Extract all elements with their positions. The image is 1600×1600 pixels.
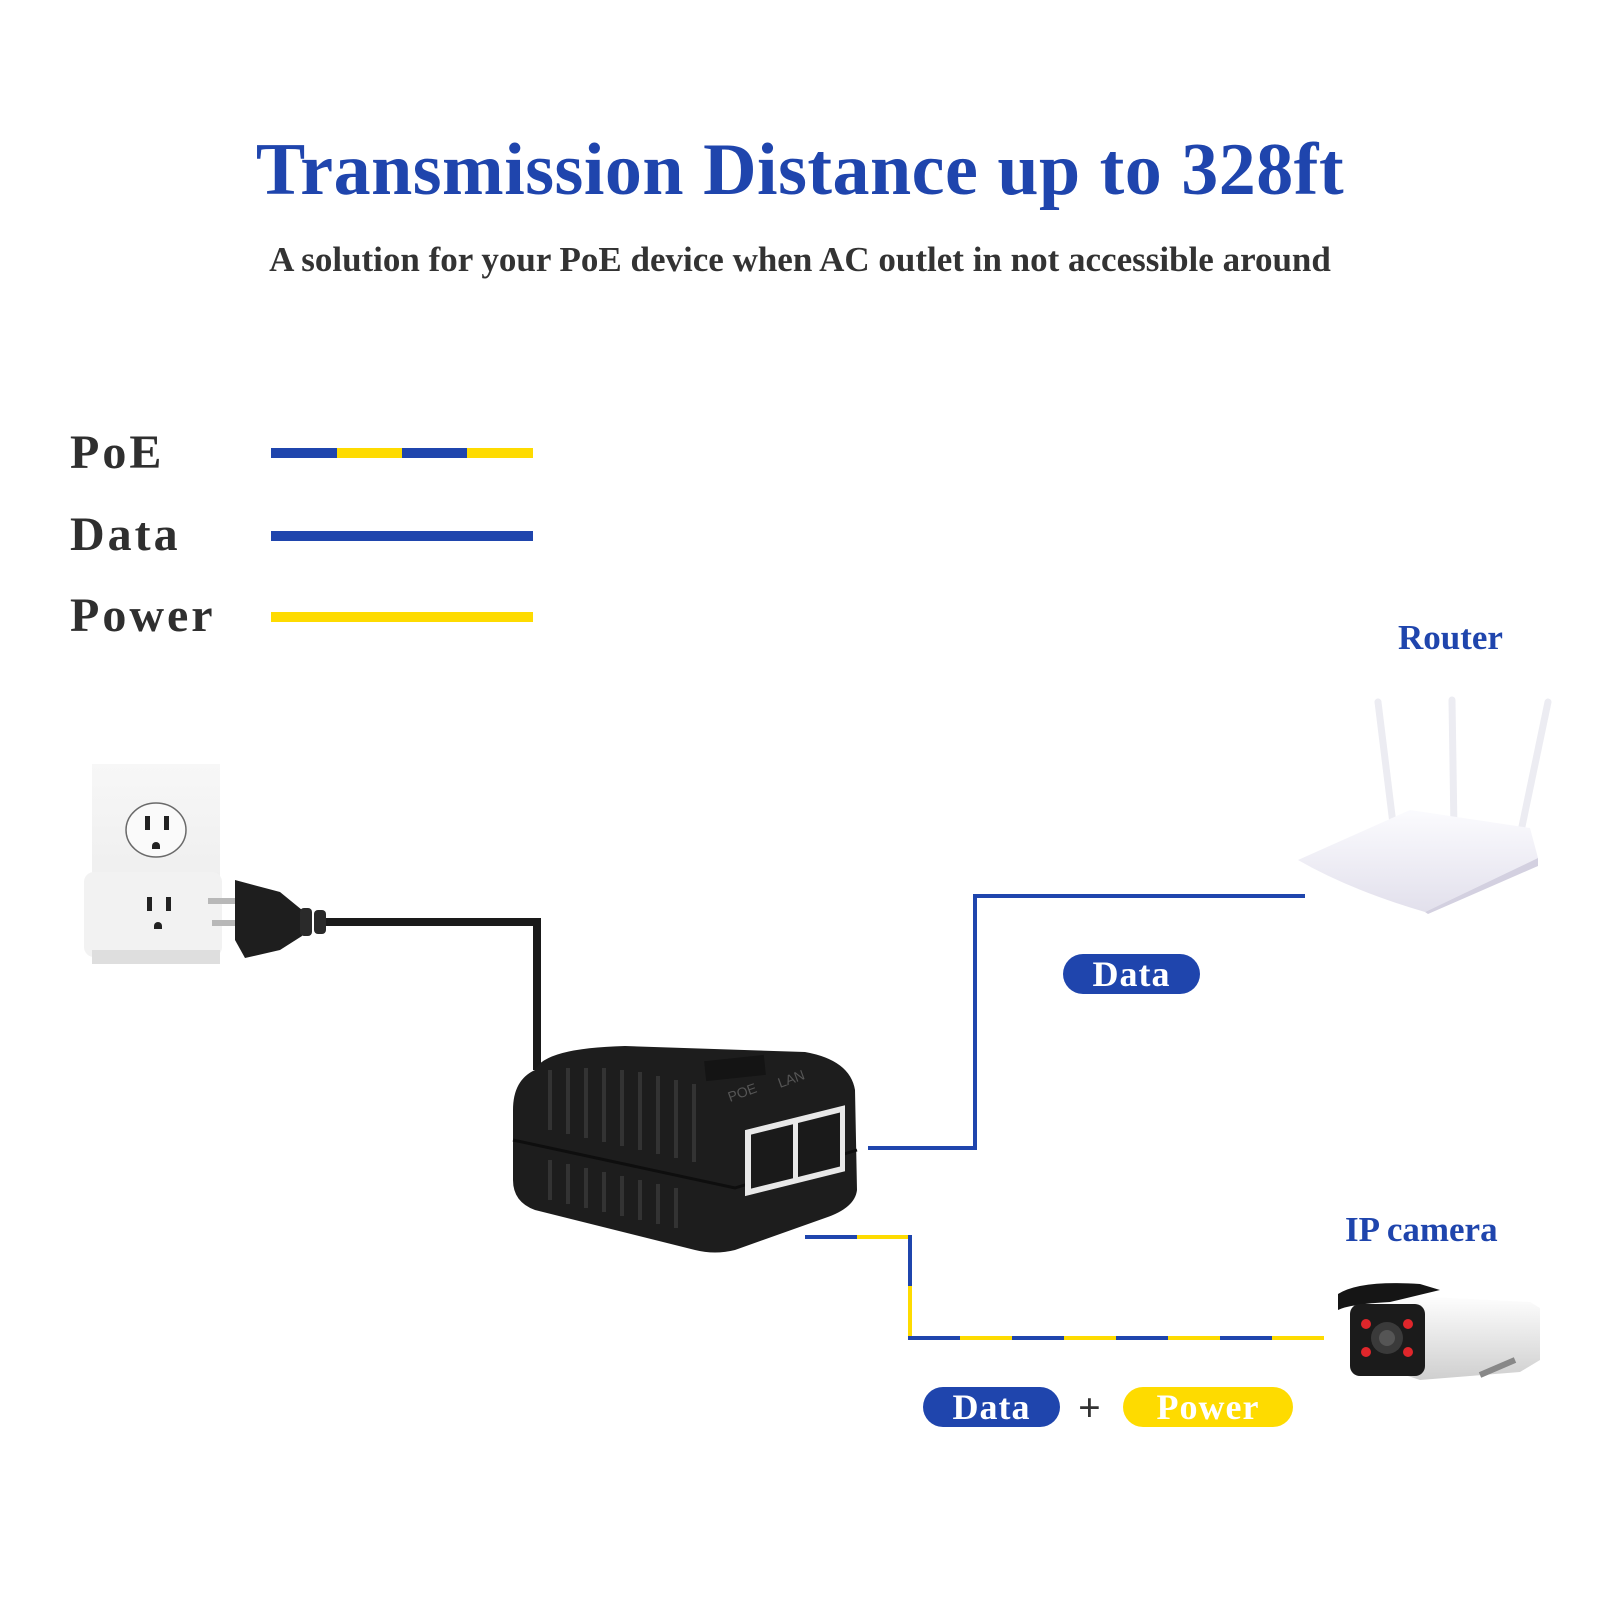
plus-sign: +: [1078, 1385, 1101, 1430]
legend-line-poe: [271, 448, 533, 458]
router-label: Router: [1398, 618, 1503, 657]
camera-link-data-pill: Data: [923, 1387, 1060, 1427]
page-subtitle: A solution for your PoE device when AC o…: [269, 240, 1331, 279]
page-title: Transmission Distance up to 328ft: [255, 129, 1345, 211]
legend-line-power: [271, 612, 533, 622]
router-icon: [1298, 696, 1552, 914]
legend-label-power: Power: [70, 589, 216, 642]
legend-label-data: Data: [70, 508, 181, 561]
poe-injector-icon: POE LAN: [512, 1046, 858, 1253]
legend-line-data: [271, 531, 533, 541]
router-link-data-pill: Data: [1063, 954, 1200, 994]
ip-camera-icon: [1338, 1283, 1540, 1380]
legend-label-poe: PoE: [70, 426, 165, 479]
camera-link-power-pill: Power: [1123, 1387, 1293, 1427]
camera-label: IP camera: [1345, 1210, 1498, 1249]
wall-outlet-icon: [84, 764, 541, 1070]
